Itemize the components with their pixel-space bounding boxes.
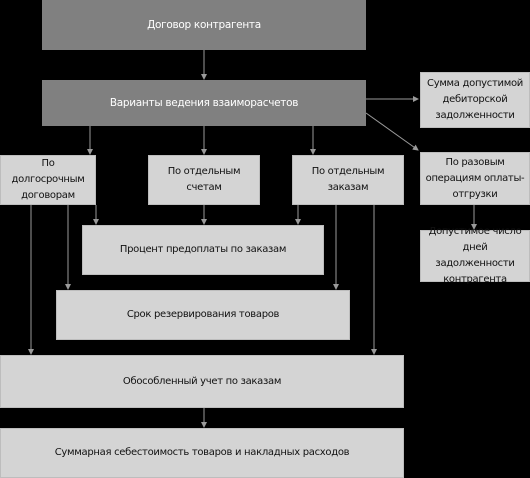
allowed-days-label: Допустимое число дней задолженности конт… [428, 226, 522, 285]
contract-box: Договор контрагента [42, 0, 366, 50]
allowed-receivable-box: Сумма допустимой дебиторской задолженнос… [420, 72, 530, 128]
separate-invoices-box: По отдельным счетам [148, 155, 260, 205]
long-term-label: По долгосрочным договорам [11, 158, 85, 201]
separate-accounting-box: Обособленный учет по заказам [0, 355, 404, 408]
arrow-variants-to-per-shipment [365, 112, 419, 151]
separate-orders-box: По отдельным заказам [292, 155, 404, 205]
per-shipment-label: По разовым операциям оплаты-отгрузки [425, 156, 525, 200]
prepayment-label: Процент предоплаты по заказам [119, 244, 287, 255]
settlement-variants-box: Варианты ведения взаиморасчетов [42, 80, 366, 126]
separate-accounting-label: Обособленный учет по заказам [122, 375, 282, 387]
total-cost-box: Суммарная себестоимость товаров и наклад… [0, 428, 404, 478]
prepayment-box: Процент предоплаты по заказам [82, 225, 324, 275]
settlement-variants-label: Варианты ведения взаиморасчетов [109, 97, 299, 109]
reservation-label: Срок резервирования товаров [126, 309, 280, 320]
per-shipment-box: По разовым операциям оплаты-отгрузки [420, 152, 530, 205]
separate-invoices-label: По отдельным счетам [167, 166, 241, 193]
long-term-box: По долгосрочным договорам [0, 155, 96, 205]
separate-orders-label: По отдельным заказам [311, 166, 385, 193]
allowed-receivable-label: Сумма допустимой дебиторской задолженнос… [427, 78, 523, 121]
allowed-days-box: Допустимое число дней задолженности конт… [420, 226, 530, 285]
total-cost-label: Суммарная себестоимость товаров и наклад… [54, 447, 350, 458]
reservation-box: Срок резервирования товаров [56, 290, 350, 340]
contract-label: Договор контрагента [147, 19, 261, 31]
